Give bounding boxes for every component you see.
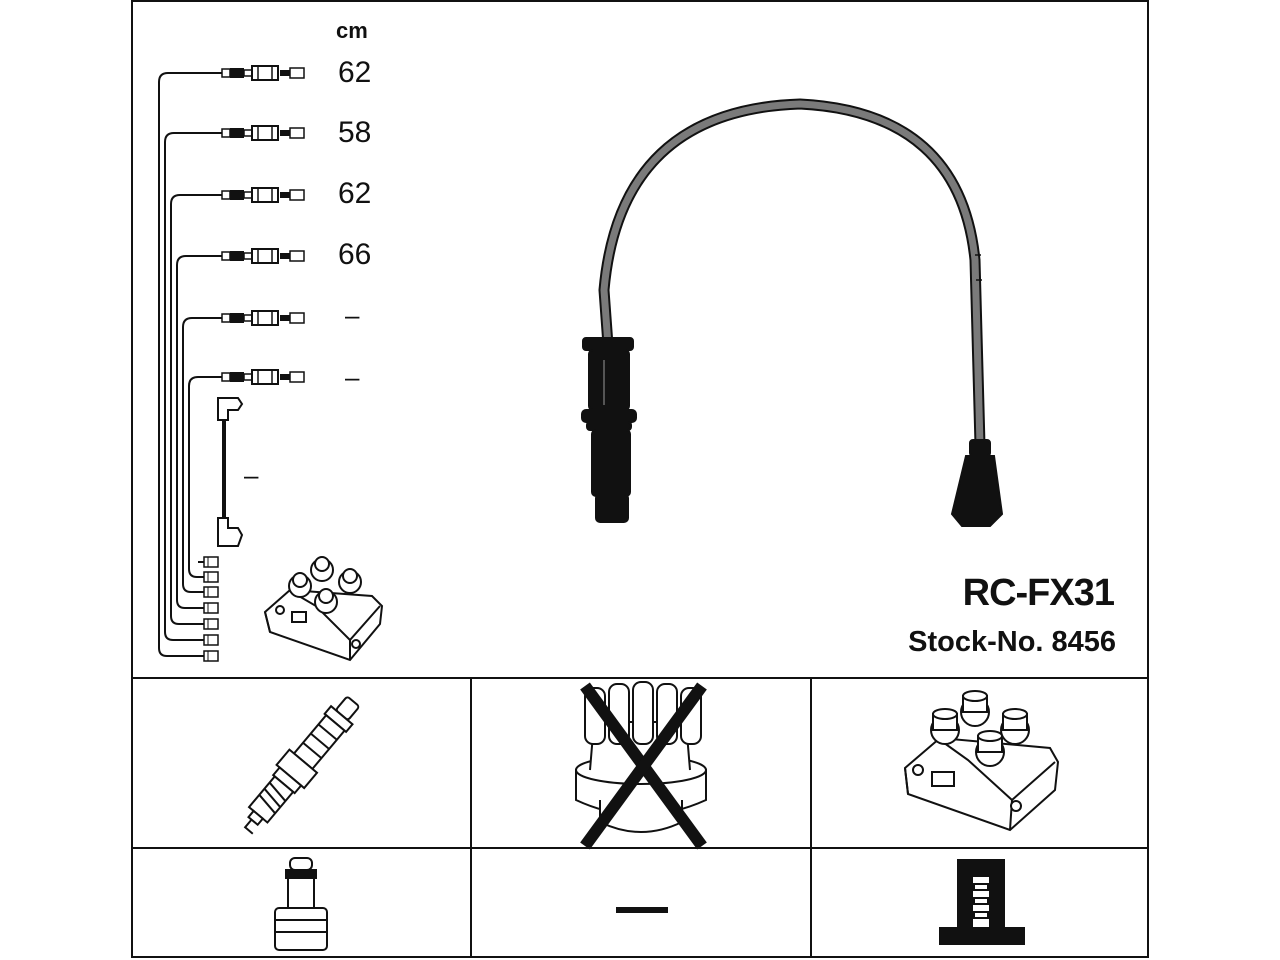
coil-boot xyxy=(950,439,1004,527)
column-divider-1 xyxy=(470,677,472,958)
crossed-out-icon xyxy=(580,682,707,850)
cable-length-1: 62 xyxy=(338,56,372,89)
cable-length-6: – xyxy=(345,362,360,392)
ignition-coil-icon xyxy=(903,690,1060,832)
coil-side-plugs xyxy=(203,556,219,662)
cable-terminals xyxy=(221,65,305,385)
cable-length-3: 62 xyxy=(338,177,372,210)
ignition-cable-main xyxy=(598,98,986,446)
spark-plug-icon xyxy=(243,696,360,835)
stock-number-line: Stock-No.8456 xyxy=(0,626,1116,659)
model-number: RC-FX31 xyxy=(962,572,1115,614)
column-divider-2 xyxy=(810,677,812,958)
section-divider xyxy=(131,677,1149,679)
diagram-frame xyxy=(131,0,1149,958)
cable-set-schematic xyxy=(158,72,222,657)
coil-lead-icon xyxy=(217,397,244,547)
stock-number: 8456 xyxy=(1051,626,1116,658)
cable-length-5: – xyxy=(345,300,360,330)
cable-length-2: 58 xyxy=(338,116,372,149)
spark-plug-boot xyxy=(581,337,637,523)
cable-length-4: 66 xyxy=(338,238,372,271)
stock-label: Stock-No. xyxy=(908,626,1044,658)
coil-lead-length: – xyxy=(244,460,259,490)
ignition-coil-small-icon xyxy=(263,556,384,662)
row-divider xyxy=(131,847,1149,849)
plug-connector-icon xyxy=(274,857,328,951)
length-unit-label: cm xyxy=(336,18,368,43)
middle-connector-dash xyxy=(616,907,668,913)
coil-connector-icon xyxy=(939,859,1025,945)
